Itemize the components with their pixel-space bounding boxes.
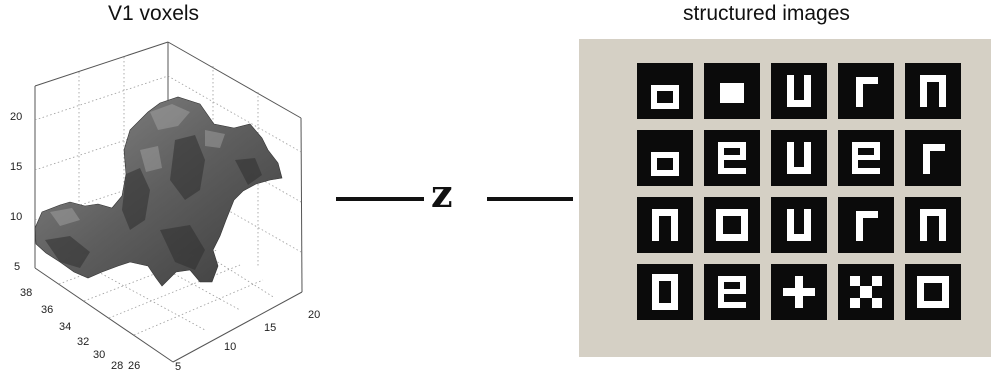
x-tick-label: 10 bbox=[224, 341, 236, 353]
image-tile-square-outline bbox=[704, 197, 760, 253]
voxel-3d-plot: 20 15 10 5 38 36 34 32 30 28 26 5 10 15 … bbox=[10, 41, 320, 373]
image-tile-letter-e bbox=[704, 130, 760, 186]
image-tile-small-square-outline bbox=[637, 63, 693, 119]
z-tick-label: 10 bbox=[10, 211, 22, 223]
voxel-highlights bbox=[50, 104, 225, 226]
z-tick-label: 15 bbox=[10, 161, 22, 173]
voxel-surface bbox=[34, 96, 283, 287]
image-tile-letter-u bbox=[771, 197, 827, 253]
image-tile-letter-r bbox=[838, 197, 894, 253]
image-tile-filled-square bbox=[704, 63, 760, 119]
x-tick-label: 15 bbox=[264, 322, 276, 334]
image-tile-plus bbox=[771, 264, 827, 320]
image-tile-small-square-outline bbox=[637, 130, 693, 186]
latent-variable-z: z bbox=[431, 171, 453, 216]
z-tick-label: 20 bbox=[10, 111, 22, 123]
y-tick-label: 26 bbox=[128, 360, 140, 372]
y-tick-label: 34 bbox=[59, 321, 71, 333]
image-tile-letter-n bbox=[905, 197, 961, 253]
image-tile-x bbox=[838, 264, 894, 320]
image-tile-letter-u bbox=[771, 63, 827, 119]
image-tile-letter-r bbox=[905, 130, 961, 186]
image-tile-letter-o bbox=[637, 264, 693, 320]
v1-voxels-title: V1 voxels bbox=[108, 2, 200, 25]
y-tick-label: 36 bbox=[41, 304, 53, 316]
image-tile-letter-r bbox=[838, 63, 894, 119]
z-tick-label: 5 bbox=[14, 261, 20, 273]
y-tick-label: 30 bbox=[93, 349, 105, 361]
structured-images-panel bbox=[579, 39, 991, 357]
y-tick-label: 38 bbox=[20, 287, 32, 299]
image-tile-square-outline bbox=[905, 264, 961, 320]
image-tile-letter-n bbox=[637, 197, 693, 253]
image-tile-letter-e bbox=[704, 264, 760, 320]
image-tile-letter-n bbox=[905, 63, 961, 119]
image-tile-letter-u bbox=[771, 130, 827, 186]
plot-box-frame bbox=[34, 41, 303, 363]
image-tile-letter-e bbox=[838, 130, 894, 186]
x-tick-label: 20 bbox=[308, 309, 320, 321]
image-grid bbox=[637, 63, 961, 321]
connector-line-left bbox=[336, 197, 424, 201]
voxel-shading bbox=[45, 135, 262, 270]
connector-line-right bbox=[487, 197, 573, 201]
y-tick-label: 28 bbox=[111, 360, 123, 372]
structured-images-title: structured images bbox=[683, 2, 850, 25]
x-tick-label: 5 bbox=[175, 361, 181, 373]
y-tick-label: 32 bbox=[77, 336, 89, 348]
